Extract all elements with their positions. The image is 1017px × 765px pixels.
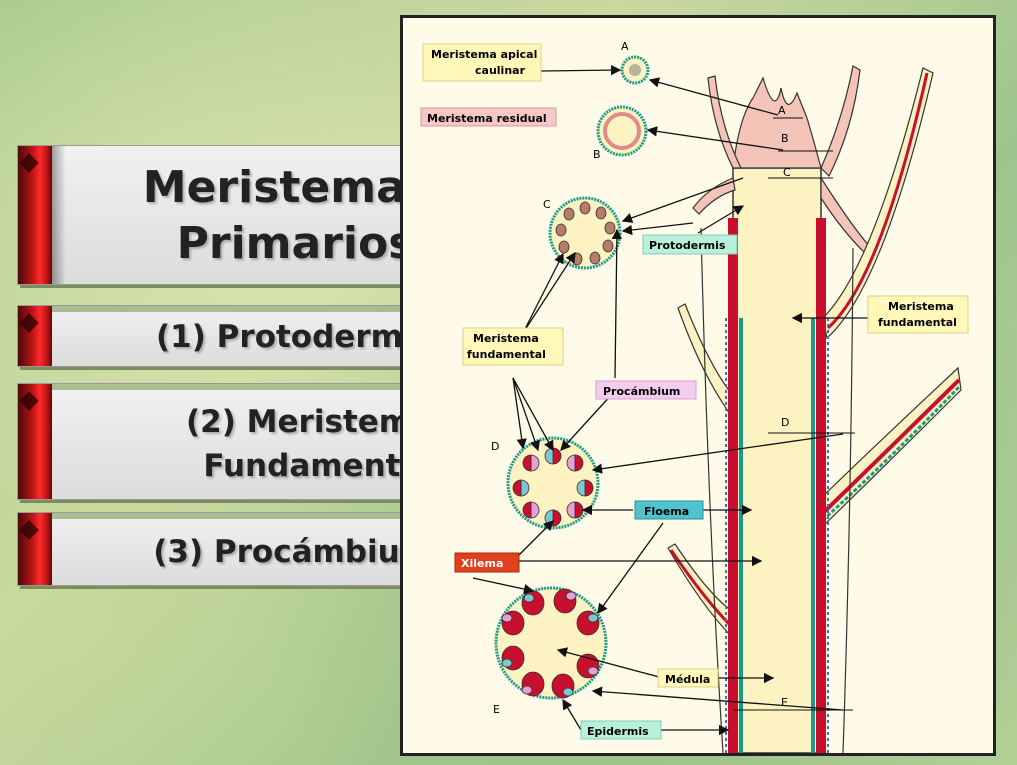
title-banner: Meristemas Primarios: (17, 145, 447, 285)
bullet-meristema-text: (2) Meristema Fundamental (186, 400, 432, 488)
slide-title: Meristemas Primarios: (143, 160, 432, 272)
section-c: C (543, 198, 620, 268)
red-bar-decoration (18, 513, 52, 585)
label-protodermis: Protodermis (649, 239, 726, 252)
red-bar-decoration (18, 146, 52, 284)
title-line-2: Primarios: (143, 216, 432, 272)
diagram-panel: A B C D E A B C (400, 15, 996, 756)
stem-label-b: B (781, 132, 789, 145)
label-meristema-fundamental-left-2: fundamental (467, 348, 546, 361)
label-epidermis: Epidermis (587, 725, 649, 738)
stem-label-e: E (781, 696, 788, 709)
longitudinal-stem: A B C D E (668, 66, 961, 753)
section-b: B (593, 107, 646, 161)
label-meristema-fundamental-left-1: Meristema (473, 332, 539, 345)
label-meristema-fundamental-right-1: Meristema (888, 300, 954, 313)
section-letter-a: A (621, 40, 629, 53)
bullet-protodermis: (1) Protodermis (17, 305, 447, 367)
bullet-procambium-text: (3) Procámbium (153, 533, 432, 571)
stem-label-c: C (783, 166, 791, 179)
bullet-protodermis-text: (1) Protodermis (156, 318, 432, 356)
section-d: D (491, 438, 598, 528)
stem-label-d: D (781, 416, 789, 429)
section-letter-e: E (493, 703, 500, 716)
stem-diagram: A B C D E A B C (403, 18, 993, 753)
bullet-meristema-line-1: (2) Meristema (186, 400, 432, 444)
section-a: A (621, 40, 648, 83)
bullet-meristema-fundamental: (2) Meristema Fundamental (17, 383, 447, 500)
red-bar-decoration (18, 384, 52, 499)
section-letter-b: B (593, 148, 601, 161)
label-meristema-fundamental-right-2: fundamental (878, 316, 957, 329)
title-line-1: Meristemas (143, 160, 432, 216)
label-meristema-apical: Meristema apical (431, 48, 537, 61)
label-medula: Médula (665, 673, 710, 686)
bullet-procambium: (3) Procámbium (17, 512, 447, 586)
label-meristema-residual: Meristema residual (427, 112, 547, 125)
red-bar-decoration (18, 306, 52, 366)
stem-label-a: A (778, 104, 786, 117)
section-letter-d: D (491, 440, 499, 453)
section-e: E (493, 588, 606, 716)
label-xilema: Xilema (461, 557, 503, 570)
bullet-meristema-line-2: Fundamental (186, 444, 432, 488)
section-letter-c: C (543, 198, 551, 211)
label-procambium: Procámbium (603, 385, 680, 398)
label-floema: Floema (644, 505, 689, 518)
label-caulinar: caulinar (475, 64, 526, 77)
